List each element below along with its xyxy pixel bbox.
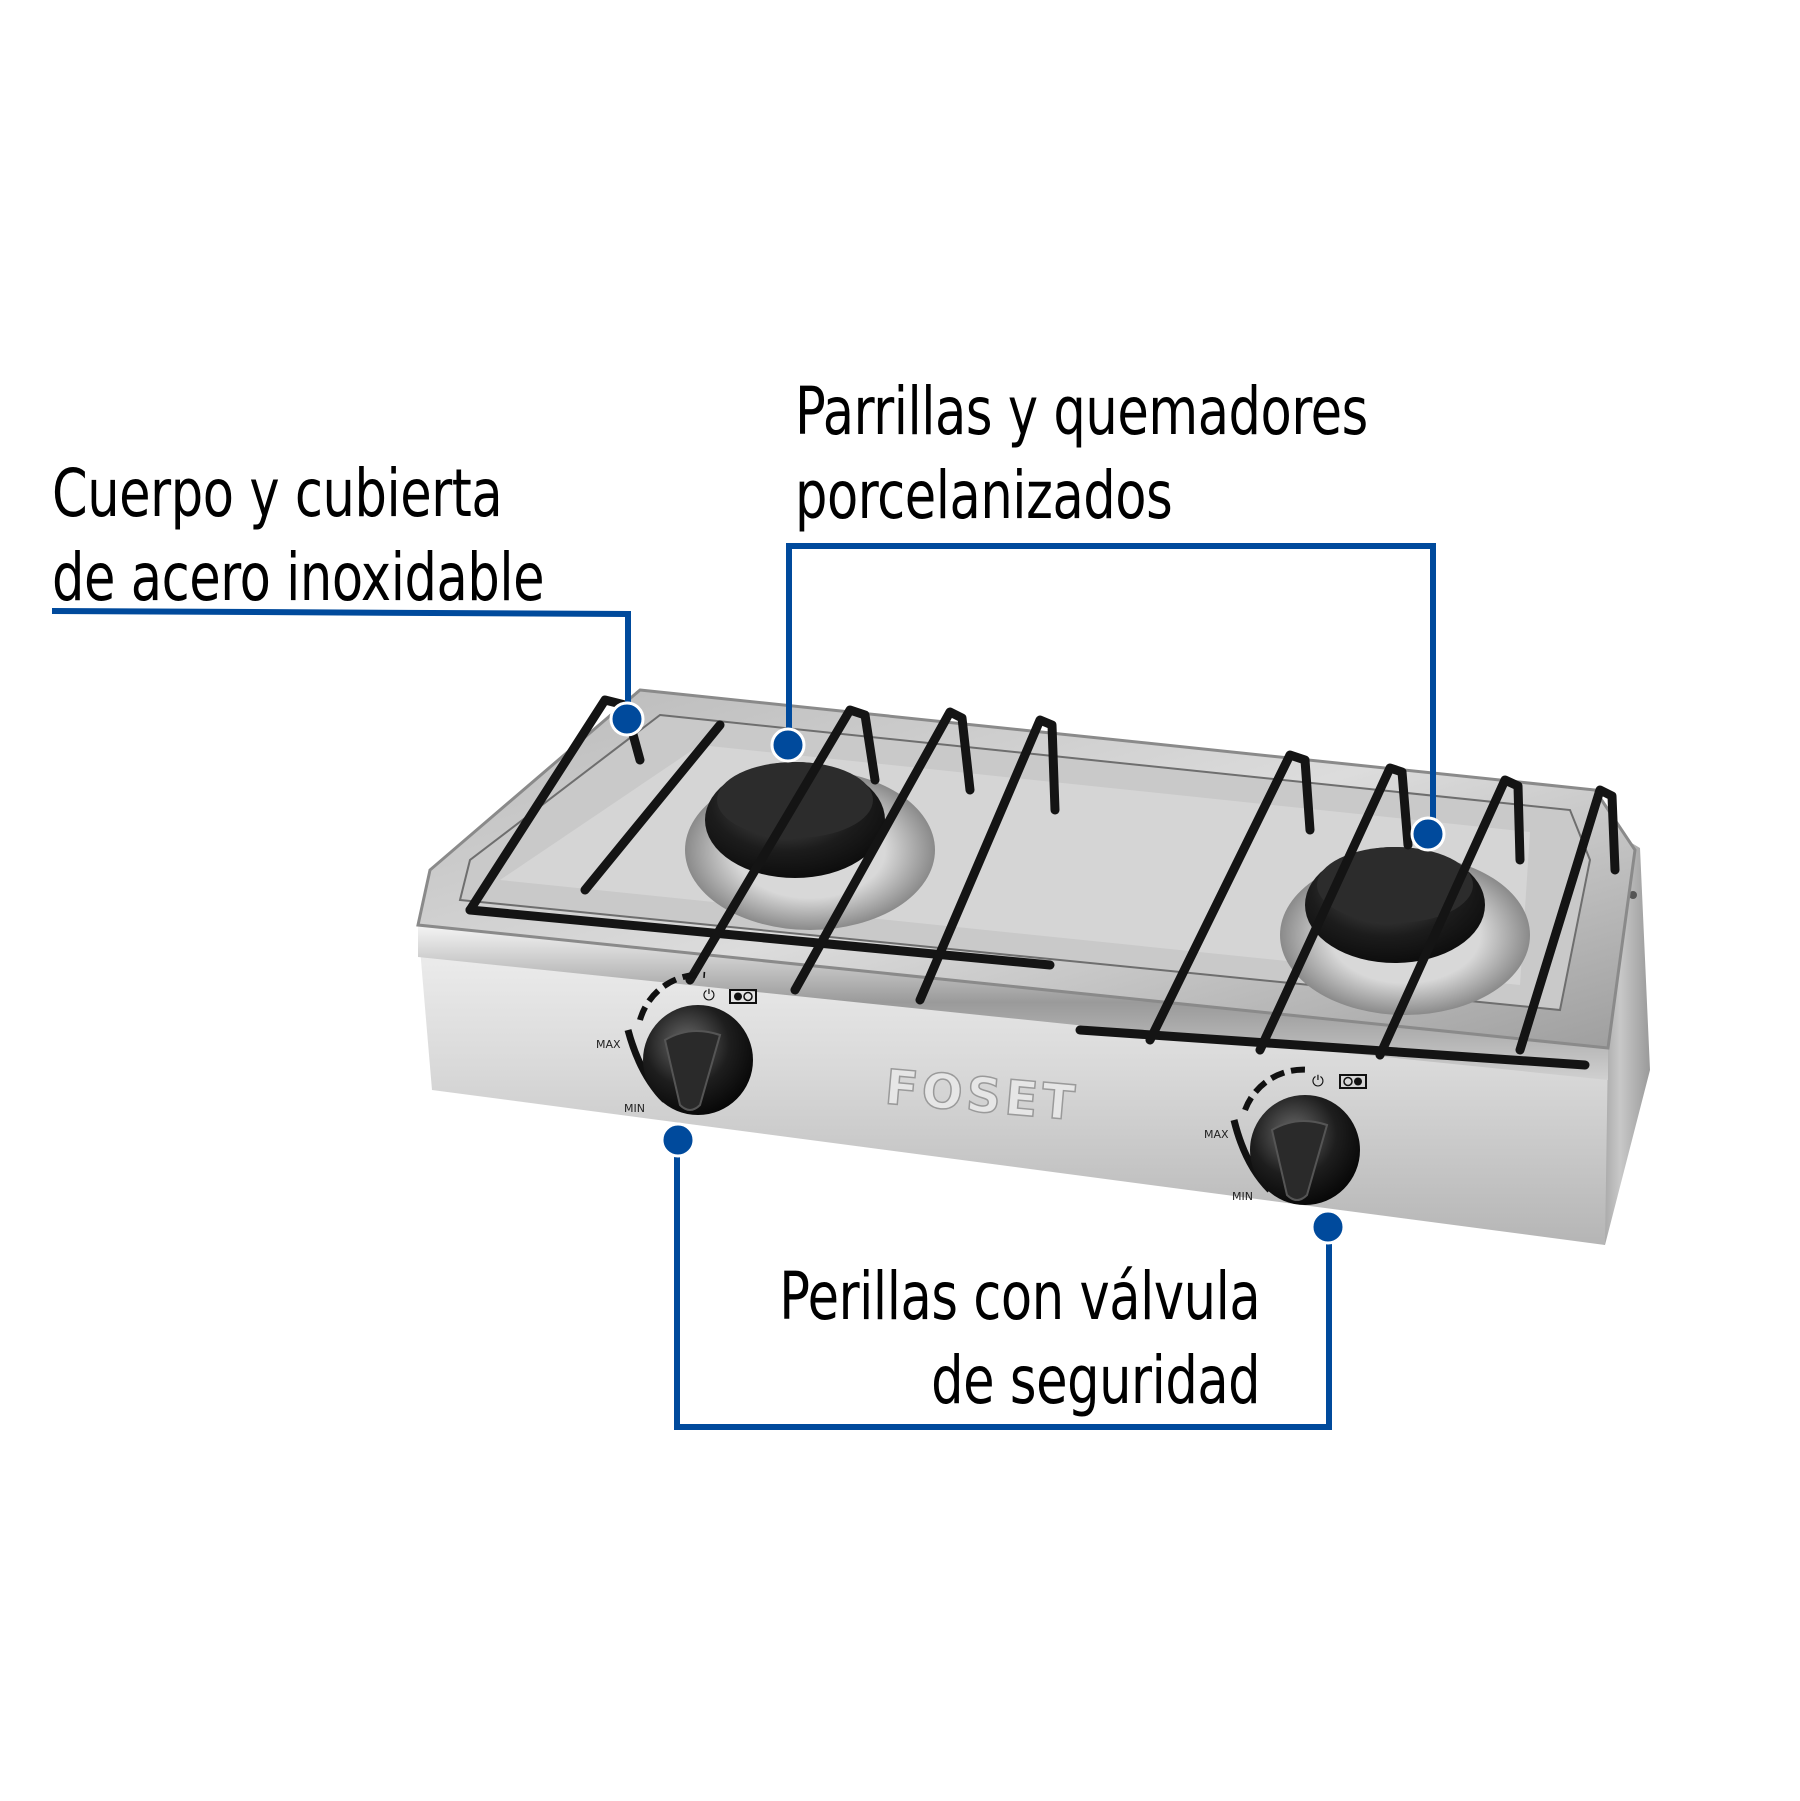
svg-text:MAX: MAX (596, 1038, 621, 1051)
callout-dot-grates-left (770, 727, 806, 763)
power-icon: ⏻ (1312, 1072, 1324, 1090)
callout-line-body (51, 608, 631, 720)
callout-line-knobs (674, 1142, 1332, 1430)
callout-label-grates: Parrillas y quemadores porcelanizados (795, 370, 1368, 538)
callout-label-knobs-line1: Perillas con válvula (779, 1258, 1260, 1335)
callout-dot-knobs-left (660, 1122, 696, 1158)
callout-dot-grates-right (1410, 816, 1446, 852)
callout-label-grates-line2: porcelanizados (795, 457, 1173, 534)
callout-label-body-line2: de acero inoxidable (52, 539, 545, 616)
callout-label-knobs-line2: de seguridad (930, 1342, 1260, 1419)
callout-label-grates-line1: Parrillas y quemadores (795, 373, 1368, 450)
knob-right[interactable]: MAX MIN ⏻ (1204, 1066, 1367, 1205)
svg-text:MIN: MIN (624, 1102, 645, 1115)
callout-line-grates (786, 543, 1436, 833)
power-icon: ⏻ (703, 986, 715, 1004)
callout-label-body: Cuerpo y cubierta de acero inoxidable (52, 452, 545, 620)
burner-right (1280, 847, 1530, 1015)
callout-dot-knobs-right (1310, 1209, 1346, 1245)
grate-right (1075, 750, 1620, 1070)
svg-text:MIN: MIN (1232, 1190, 1253, 1203)
knob-left[interactable]: MAX MIN ⏻ (596, 971, 757, 1115)
callout-dot-body (609, 701, 645, 737)
burner-indicator-left-icon (729, 989, 757, 1004)
svg-text:MAX: MAX (1204, 1128, 1229, 1141)
callout-label-knobs: Perillas con válvula de seguridad (779, 1255, 1260, 1423)
callout-label-body-line1: Cuerpo y cubierta (52, 455, 503, 532)
burner-indicator-right-icon (1339, 1074, 1367, 1089)
